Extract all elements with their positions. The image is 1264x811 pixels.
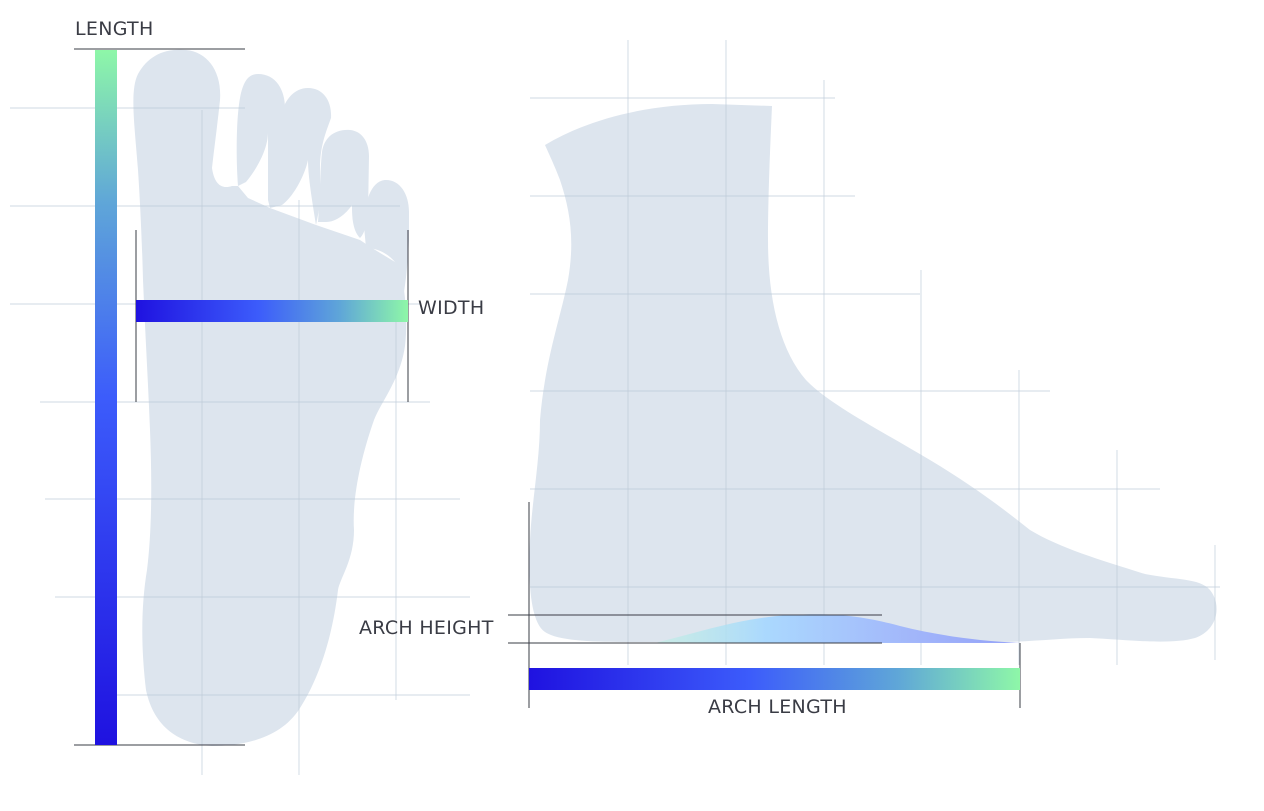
foot-top-view-icon (133, 49, 409, 746)
width-label: WIDTH (418, 297, 485, 319)
top-view-grid (10, 107, 470, 775)
foot-side-view-icon (529, 104, 1217, 642)
arch-height-label: ARCH HEIGHT (359, 617, 494, 639)
length-bar (95, 50, 117, 745)
side-view-grid (530, 40, 1220, 665)
arch-shape (655, 614, 1020, 643)
arch-length-label: ARCH LENGTH (708, 696, 847, 718)
length-label: LENGTH (75, 18, 154, 40)
width-bar (136, 300, 408, 322)
arch-length-bar (529, 668, 1020, 690)
